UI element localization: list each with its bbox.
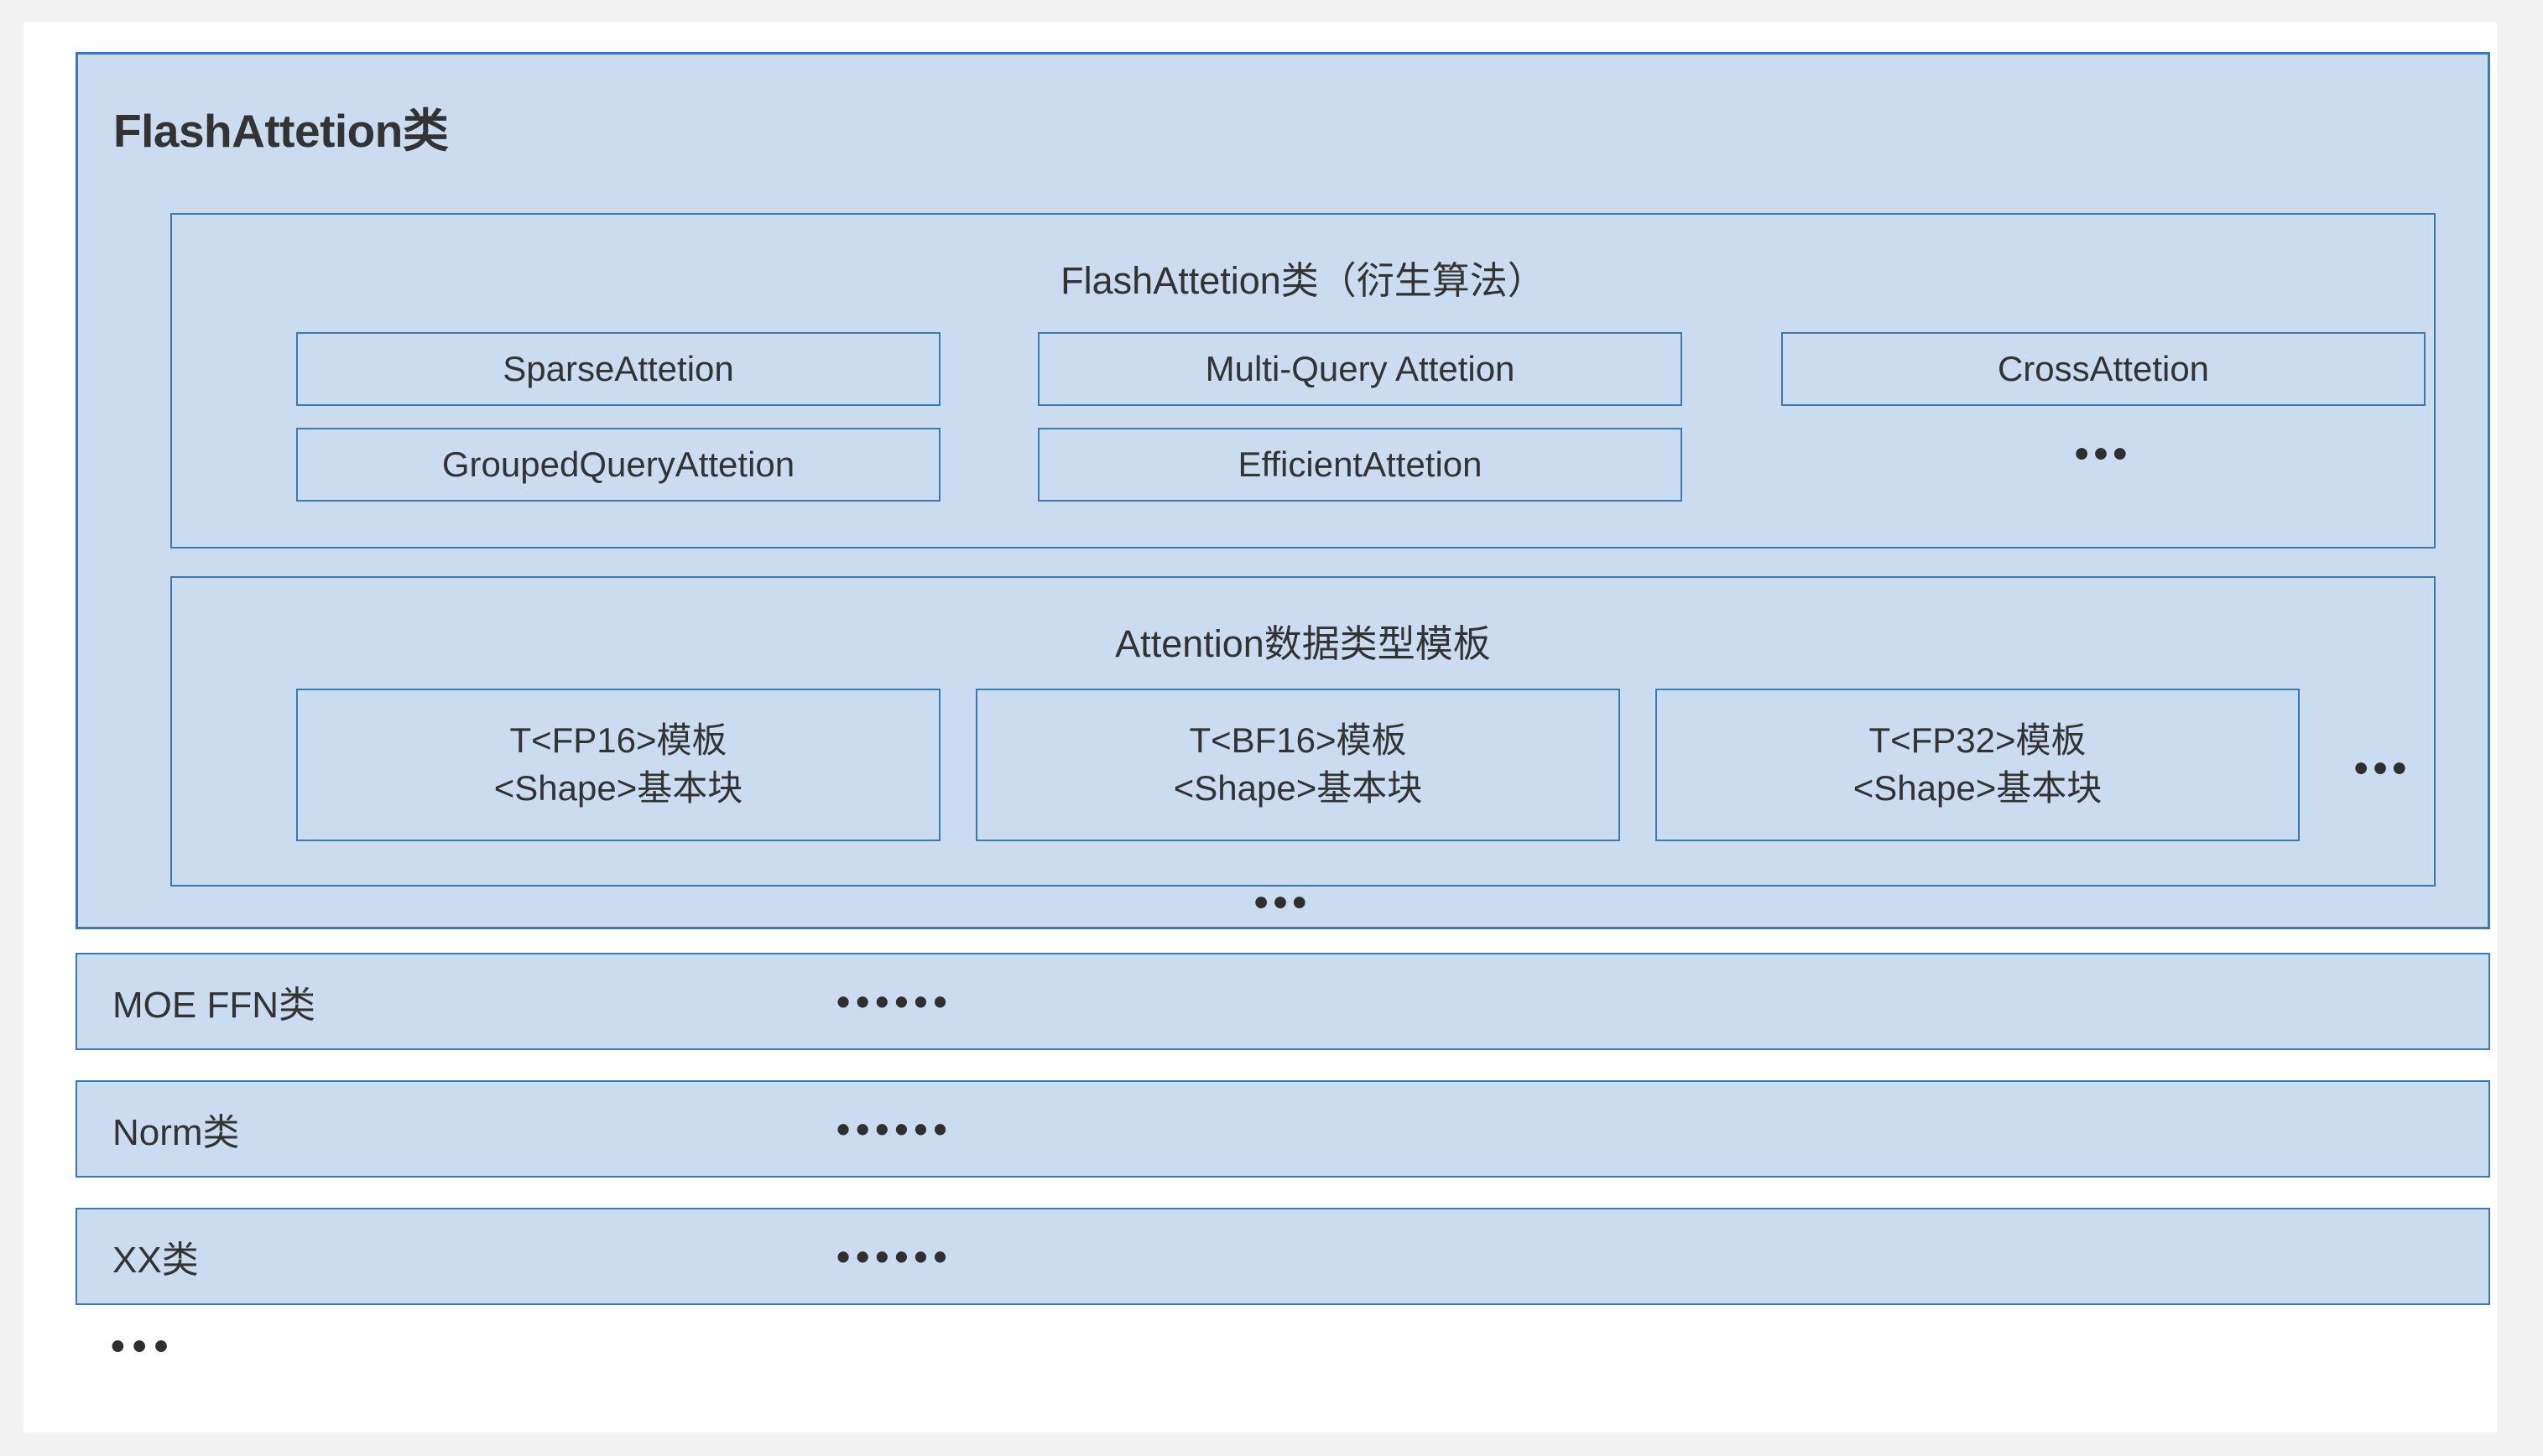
algo-box-multi-query-attetion[interactable]: Multi-Query Attetion xyxy=(1038,332,1682,406)
flash-attention-group: FlashAttetion类 FlashAttetion类（衍生算法） Spar… xyxy=(76,52,2490,929)
category-ellipsis: •••••• xyxy=(836,980,953,1023)
algo-box-sparse-attetion[interactable]: SparseAttetion xyxy=(296,332,941,406)
category-row-norm[interactable]: Norm类 •••••• xyxy=(76,1080,2490,1178)
diagram-bottom-ellipsis: ••• xyxy=(111,1324,176,1369)
algo-box-cross-attetion[interactable]: CrossAttetion xyxy=(1781,332,2426,406)
template-box-fp32[interactable]: T<FP32>模板 <Shape>基本块 xyxy=(1655,689,2300,841)
algo-box-efficient-attetion[interactable]: EfficientAttetion xyxy=(1038,428,1682,502)
template-box-bf16[interactable]: T<BF16>模板 <Shape>基本块 xyxy=(976,689,1620,841)
attention-datatype-template-title: Attention数据类型模板 xyxy=(1115,622,1491,665)
attention-datatype-template-panel: Attention数据类型模板 T<FP16>模板 <Shape>基本块 T<B… xyxy=(170,576,2436,887)
template-line-2: <Shape>基本块 xyxy=(1853,768,2103,808)
template-line-2: <Shape>基本块 xyxy=(1173,768,1423,808)
template-line-1: T<BF16>模板 xyxy=(1189,720,1407,761)
derived-algorithms-panel: FlashAttetion类（衍生算法） SparseAttetion Mult… xyxy=(170,213,2436,549)
category-ellipsis: •••••• xyxy=(836,1235,953,1278)
category-row-xx[interactable]: XX类 •••••• xyxy=(76,1208,2490,1305)
template-line-1: T<FP32>模板 xyxy=(1868,720,2087,761)
template-line-2: <Shape>基本块 xyxy=(493,768,743,808)
algo-box-grouped-query-attetion[interactable]: GroupedQueryAttetion xyxy=(296,428,941,502)
diagram-card: FlashAttetion类 FlashAttetion类（衍生算法） Spar… xyxy=(23,22,2497,1433)
flash-group-ellipsis: ••• xyxy=(1253,881,1312,925)
datatype-template-ellipsis: ••• xyxy=(2353,746,2412,791)
category-ellipsis: •••••• xyxy=(836,1107,953,1151)
template-line-1: T<FP16>模板 xyxy=(509,720,727,761)
derived-algorithms-title: FlashAttetion类（衍生算法） xyxy=(1060,259,1545,302)
category-label: MOE FFN类 xyxy=(112,985,315,1026)
template-box-fp16[interactable]: T<FP16>模板 <Shape>基本块 xyxy=(296,689,941,841)
category-label: Norm类 xyxy=(112,1112,240,1153)
derived-algorithms-ellipsis: ••• xyxy=(2074,432,2133,476)
category-label: XX类 xyxy=(112,1240,199,1281)
page-title: FlashAttetion类 xyxy=(113,105,449,157)
category-row-moe-ffn[interactable]: MOE FFN类 •••••• xyxy=(76,953,2490,1050)
